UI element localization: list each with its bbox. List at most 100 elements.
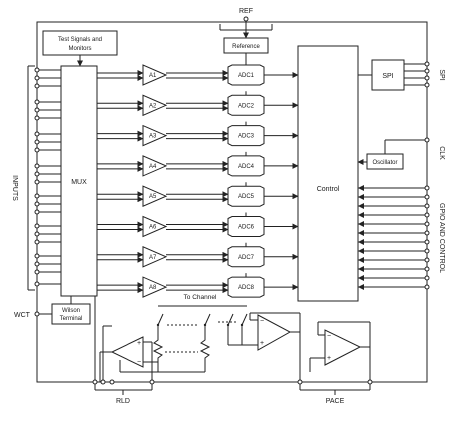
gpio-lines xyxy=(358,185,430,290)
adc-block xyxy=(227,185,265,207)
gpio-pin xyxy=(424,230,430,236)
input-pin xyxy=(34,115,40,121)
input-pin xyxy=(34,99,40,105)
amp-label: A1 xyxy=(149,73,157,79)
gpio-pin xyxy=(424,275,430,281)
amp-label: A4 xyxy=(149,164,157,170)
gpio-pin xyxy=(424,239,430,245)
rld-pin-4 xyxy=(149,379,155,385)
pace-amp-plus: + xyxy=(327,355,331,362)
input-pin xyxy=(34,107,40,113)
input-pin xyxy=(34,281,40,287)
buffer-amplifier xyxy=(257,314,292,351)
control-block xyxy=(297,45,359,302)
pace-label: PACE xyxy=(326,398,345,405)
oscillator-label: Oscillator xyxy=(372,160,397,166)
amp-label: A3 xyxy=(149,134,157,140)
channel-amplifier xyxy=(142,215,168,238)
adc-block xyxy=(227,155,265,177)
channel-amplifier xyxy=(142,276,168,298)
gpio-pin xyxy=(424,266,430,272)
adc-block xyxy=(227,246,265,268)
amp-label: A6 xyxy=(149,225,157,231)
input-pin xyxy=(34,147,40,153)
wilson-terminal-label-line2: Terminal xyxy=(60,316,83,322)
input-pin xyxy=(34,75,40,81)
buf-amp-minus: − xyxy=(260,318,264,325)
pace-pin-1 xyxy=(297,379,303,385)
gpio-pin xyxy=(424,212,430,218)
input-pin xyxy=(34,83,40,89)
reference-label: Reference xyxy=(232,44,260,50)
test-signals-label-line2: Monitors xyxy=(68,46,91,52)
wilson-terminal-label: Wilson xyxy=(62,308,80,314)
input-pin xyxy=(34,67,40,73)
input-pin xyxy=(34,223,40,229)
rld-pin-2 xyxy=(100,379,106,385)
gpio-pin xyxy=(424,248,430,254)
channel-amplifier xyxy=(142,246,168,268)
wct-label: WCT xyxy=(14,312,31,319)
adc-block xyxy=(227,94,265,116)
spi-block-label: SPI xyxy=(382,73,393,80)
gpio-side-label: GPIO AND CONTROL xyxy=(438,203,445,273)
input-pin xyxy=(34,131,40,137)
channel-amplifier xyxy=(142,64,168,86)
gpio-pin xyxy=(424,203,430,209)
input-pin xyxy=(34,269,40,275)
rld-amp-minus: − xyxy=(137,359,141,366)
ref-label: REF xyxy=(239,8,253,15)
gpio-pin xyxy=(424,284,430,290)
input-pin xyxy=(34,193,40,199)
test-signals-block xyxy=(42,30,118,56)
mux-label: MUX xyxy=(71,179,87,186)
gpio-pin xyxy=(424,194,430,200)
test-signals-label: Test Signals and xyxy=(58,37,102,43)
control-label: Control xyxy=(317,186,340,193)
amp-label: A8 xyxy=(149,285,157,291)
clk-side-label: CLK xyxy=(438,146,445,160)
adc-label: ADC4 xyxy=(238,164,255,170)
adc-label: ADC2 xyxy=(238,103,255,109)
input-pin xyxy=(34,201,40,207)
spi-side-label: SPI xyxy=(438,69,445,80)
adc-block xyxy=(227,276,265,298)
input-pin xyxy=(34,261,40,267)
amp-label: A5 xyxy=(149,194,157,200)
adc-block xyxy=(227,64,265,86)
to-channel-label: To Channel xyxy=(184,294,217,301)
buf-amp-plus: + xyxy=(260,340,264,347)
input-pin xyxy=(34,231,40,237)
adc-block xyxy=(227,216,265,237)
gpio-pin xyxy=(424,185,430,191)
input-pin xyxy=(34,209,40,215)
rld-pin-3 xyxy=(109,379,115,385)
channel-amplifier xyxy=(142,185,168,207)
input-pins xyxy=(27,65,61,291)
amp-label: A7 xyxy=(149,255,157,261)
pace-amplifier xyxy=(324,329,362,366)
wct-pin xyxy=(34,311,40,317)
adc-label: ADC5 xyxy=(238,194,255,200)
adc-label: ADC6 xyxy=(238,225,255,231)
ref-pin xyxy=(243,16,249,22)
adc-block xyxy=(227,125,265,147)
rld-amplifier xyxy=(110,336,144,368)
channel-amplifier xyxy=(142,124,168,147)
input-pin xyxy=(34,253,40,259)
amp-label: A2 xyxy=(149,103,157,109)
adc-label: ADC3 xyxy=(238,134,255,140)
input-pin xyxy=(34,139,40,145)
rld-pin-1 xyxy=(92,379,98,385)
adc-label: ADC1 xyxy=(238,73,255,79)
channel-amplifier xyxy=(142,155,168,177)
input-pin xyxy=(34,239,40,245)
input-pin xyxy=(34,171,40,177)
resistor-1 xyxy=(152,325,164,362)
rld-label: RLD xyxy=(116,398,130,405)
mux-block xyxy=(60,65,98,297)
input-pin xyxy=(34,179,40,185)
pace-amp-minus: − xyxy=(327,333,331,340)
